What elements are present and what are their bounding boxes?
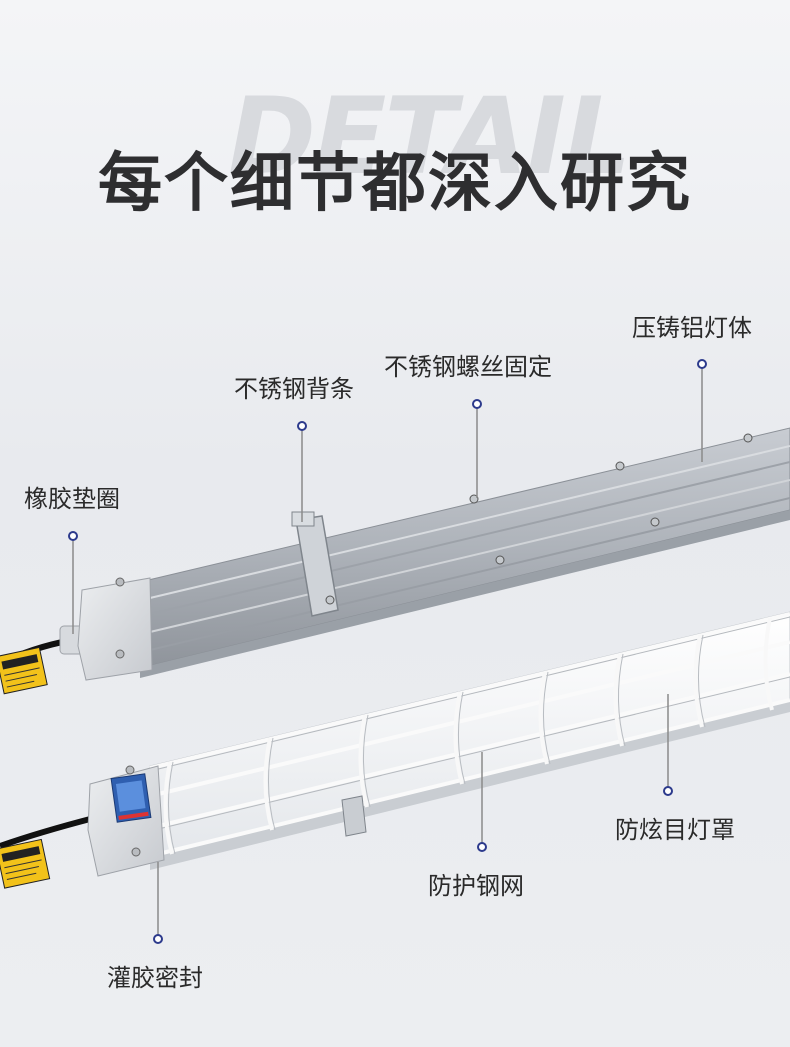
mesh-wire-shadow	[149, 676, 790, 832]
watermark-text: DETAIL	[228, 75, 631, 198]
lower-cap-screw	[125, 765, 135, 775]
callout-dot-rubber-gasket	[68, 531, 78, 541]
callout-dot-potting	[153, 934, 163, 944]
callout-dot-mesh	[477, 842, 487, 852]
upper-body-rib	[149, 445, 790, 599]
callout-dot-screw	[472, 399, 482, 409]
lower-cap-screw	[131, 847, 141, 857]
leader-lines	[72, 364, 703, 938]
mesh-wire	[149, 698, 790, 858]
lower-lamp	[0, 611, 790, 889]
mesh-wire	[149, 640, 790, 798]
callout-stainless-back-strip: 不锈钢背条	[234, 375, 354, 403]
callout-explosion-proof-cover: 防炫目灯罩	[615, 816, 735, 844]
upper-lamp-body	[139, 427, 790, 669]
upper-back-strip-tab	[291, 511, 315, 527]
callout-dots	[68, 359, 707, 944]
callout-dot-cover	[663, 786, 673, 796]
callout-dot-body	[697, 359, 707, 369]
upper-body-screw	[495, 555, 505, 565]
upper-warning-tag	[0, 646, 48, 695]
upper-body-screw	[743, 433, 753, 443]
lower-indicator-screen	[115, 780, 146, 812]
lower-lamp-base	[150, 700, 790, 870]
lower-indicator-stripe	[118, 811, 149, 820]
upper-cap-screw	[115, 649, 125, 659]
upper-body-screw	[469, 494, 479, 504]
callout-rubber-gasket: 橡胶垫圈	[24, 485, 120, 513]
upper-body-rib	[149, 497, 790, 651]
upper-end-cap	[77, 577, 153, 681]
upper-body-screw	[615, 461, 625, 471]
lower-cable	[0, 815, 95, 849]
upper-body-screw	[650, 517, 660, 527]
callout-dot-back-strip	[297, 421, 307, 431]
callout-stainless-screw: 不锈钢螺丝固定	[384, 353, 552, 381]
mesh-wire	[149, 672, 790, 830]
mesh-wire	[149, 612, 790, 770]
mesh-cross-rib-shadows	[168, 634, 706, 855]
callout-protective-mesh: 防护钢网	[428, 872, 524, 900]
lower-mount-bracket	[341, 795, 367, 837]
callout-die-cast-body: 压铸铝灯体	[632, 314, 752, 342]
mesh-cross-ribs	[163, 617, 774, 855]
mesh-wire-shadow	[149, 616, 790, 772]
lower-warning-tag	[0, 838, 51, 889]
page-title: 每个细节都深入研究	[98, 147, 692, 221]
upper-body-rib	[149, 461, 790, 615]
upper-lamp	[0, 427, 790, 695]
upper-body-rib	[149, 479, 790, 633]
upper-cap-screw	[115, 577, 125, 587]
upper-body-screw	[325, 595, 335, 605]
upper-body-flange	[140, 510, 790, 678]
callout-potting-seal: 灌胶密封	[107, 964, 203, 992]
